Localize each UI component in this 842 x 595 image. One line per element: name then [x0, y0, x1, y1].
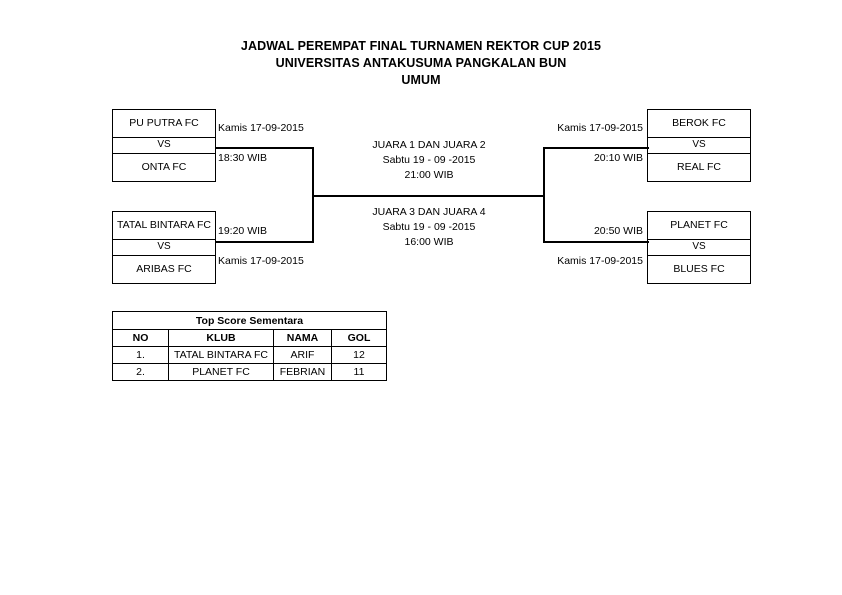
match-qf4-team-bottom: BLUES FC [647, 255, 751, 284]
match-qf2: TATAL BINTARA FC VS ARIBAS FC [112, 211, 216, 284]
match-qf2-team-bottom: ARIBAS FC [112, 255, 216, 284]
match-qf3-date: Kamis 17-09-2015 [557, 122, 643, 134]
match-qf1-team-top: PU PUTRA FC [112, 109, 216, 138]
connector-qf4-stub [543, 241, 649, 243]
title-line-1: JADWAL PEREMPAT FINAL TURNAMEN REKTOR CU… [240, 39, 602, 53]
column-header-nama: NAMA [273, 329, 332, 347]
table-caption-row: Top Score Sementara [112, 311, 387, 330]
title-line-3: UMUM [401, 73, 441, 87]
match-qf2-date: Kamis 17-09-2015 [218, 255, 304, 267]
match-qf2-time: 19:20 WIB [218, 225, 268, 237]
row-1-nama: ARIF [273, 346, 332, 364]
match-qf1-time: 18:30 WIB [218, 152, 268, 164]
row-1-klub: TATAL BINTARA FC [168, 346, 274, 364]
match-qf4-vs-label: VS [647, 240, 751, 255]
table-header-row: NO KLUB NAMA GOL [112, 329, 387, 347]
match-qf1-vs-label: VS [112, 138, 216, 153]
match-qf3-team-bottom: REAL FC [647, 153, 751, 182]
table-row: 1. TATAL BINTARA FC ARIF 12 [112, 346, 387, 364]
final-date: Sabtu 19 - 09 -2015 [382, 154, 476, 166]
page-title: JADWAL PEREMPAT FINAL TURNAMEN REKTOR CU… [0, 38, 842, 89]
match-qf3-vs-label: VS [647, 138, 751, 153]
final-title: JUARA 1 DAN JUARA 2 [372, 139, 486, 151]
connector-center-spine [312, 195, 545, 197]
match-qf2-team-top: TATAL BINTARA FC [112, 211, 216, 240]
row-2-nama: FEBRIAN [273, 363, 332, 381]
match-qf3: BEROK FC VS REAL FC [647, 109, 751, 182]
match-qf4-date: Kamis 17-09-2015 [557, 255, 643, 267]
table-row: 2. PLANET FC FEBRIAN 11 [112, 363, 387, 381]
row-1-no: 1. [112, 346, 169, 364]
match-qf1: PU PUTRA FC VS ONTA FC [112, 109, 216, 182]
third-place-title: JUARA 3 DAN JUARA 4 [372, 206, 486, 218]
match-qf4: PLANET FC VS BLUES FC [647, 211, 751, 284]
connector-qf2-stub [215, 241, 313, 243]
column-header-gol: GOL [331, 329, 387, 347]
connector-qf1-stub [215, 147, 313, 149]
column-header-no: NO [112, 329, 169, 347]
row-2-no: 2. [112, 363, 169, 381]
top-score-caption: Top Score Sementara [112, 311, 387, 330]
match-qf4-team-top: PLANET FC [647, 211, 751, 240]
match-qf1-date: Kamis 17-09-2015 [218, 122, 304, 134]
top-score-table: Top Score Sementara NO KLUB NAMA GOL 1. … [112, 311, 387, 381]
title-line-2: UNIVERSITAS ANTAKUSUMA PANGKALAN BUN [275, 56, 567, 70]
connector-qf3-stub [543, 147, 649, 149]
column-header-klub: KLUB [168, 329, 274, 347]
third-place-date: Sabtu 19 - 09 -2015 [382, 221, 476, 233]
match-qf1-team-bottom: ONTA FC [112, 153, 216, 182]
match-qf4-time: 20:50 WIB [593, 225, 643, 237]
match-qf3-time: 20:10 WIB [593, 152, 643, 164]
row-2-gol: 11 [331, 363, 387, 381]
third-place-info: JUARA 3 DAN JUARA 4 Sabtu 19 - 09 -2015 … [334, 205, 524, 250]
match-qf2-vs-label: VS [112, 240, 216, 255]
match-qf3-team-top: BEROK FC [647, 109, 751, 138]
row-2-klub: PLANET FC [168, 363, 274, 381]
final-info: JUARA 1 DAN JUARA 2 Sabtu 19 - 09 -2015 … [334, 138, 524, 183]
third-place-time: 16:00 WIB [404, 236, 454, 248]
final-time: 21:00 WIB [404, 169, 454, 181]
row-1-gol: 12 [331, 346, 387, 364]
